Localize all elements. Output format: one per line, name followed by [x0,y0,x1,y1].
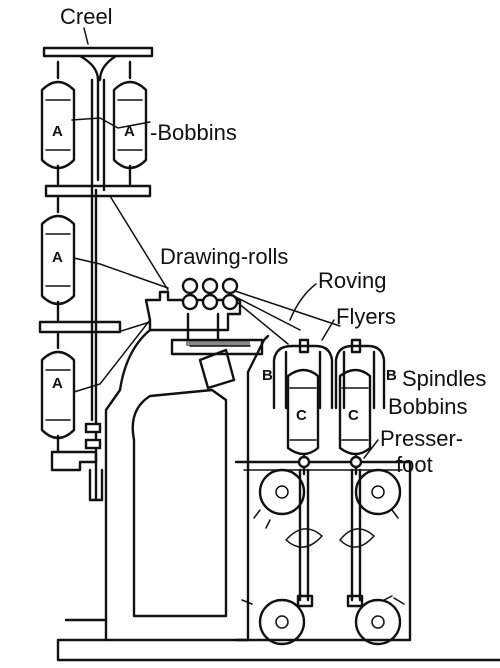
bobbin-letter-a: A [124,123,135,140]
flyer-right: C B [334,338,397,476]
labels: Creel -Bobbins Drawing-rolls Roving Flye… [60,4,486,477]
roving-threads [71,117,341,393]
creel-bobbin-1: A [40,60,76,186]
label-creel: Creel [60,4,113,29]
label-drawing-rolls: Drawing-rolls [160,244,288,269]
bobbin-letter-a: A [52,123,63,140]
creel-bobbin-4: A [40,332,76,454]
bobbin-letter-c: C [348,407,359,424]
spindle-drive [241,468,405,646]
creel-bobbin-2: A [112,60,148,186]
label-presser-1: Presser- [380,426,463,451]
machine-frame [56,290,500,662]
flyer-left: C B [262,338,334,476]
bobbin-letter-a: A [52,249,63,266]
label-presser-2: foot [396,452,433,477]
label-bobbins-right: Bobbins [388,394,468,419]
bobbin-letter-a: A [52,375,63,392]
label-bobbins-top: -Bobbins [150,120,237,145]
bobbin-letter-c: C [296,407,307,424]
flyer-letter-b: B [386,367,397,384]
creel-structure [38,46,154,502]
label-roving: Roving [318,268,386,293]
label-flyers: Flyers [336,304,396,329]
drawing-rolls [181,277,239,311]
flyer-letter-b: B [262,367,273,384]
creel-bobbin-3: A [40,196,76,322]
label-spindles: Spindles [402,366,486,391]
